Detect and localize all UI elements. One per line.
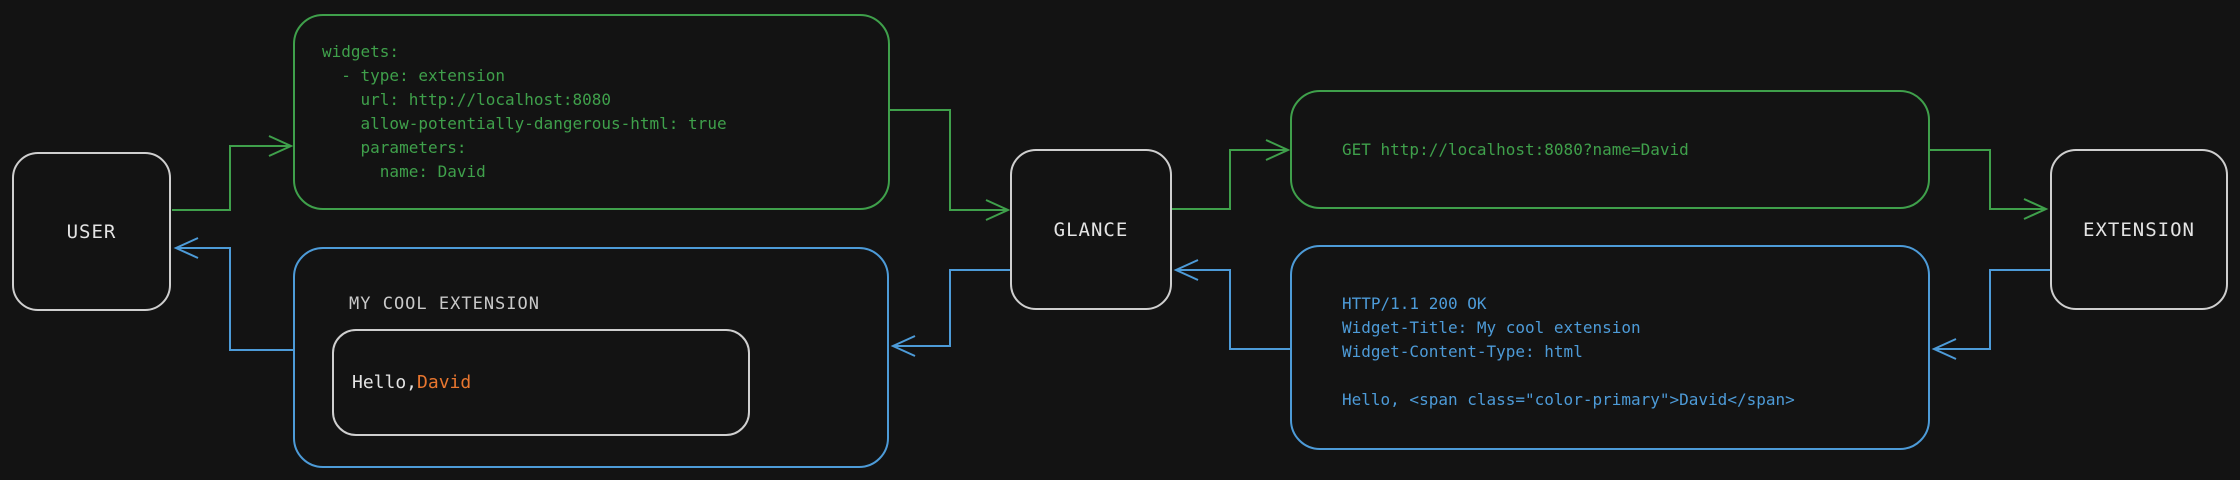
arrowhead-into-glance-request-icon <box>985 199 1011 221</box>
extension-node: EXTENSION <box>2050 149 2228 310</box>
arrowhead-into-config-icon <box>268 135 294 157</box>
connector-config-to-glance <box>889 109 1008 211</box>
glance-node-label: GLANCE <box>1053 218 1129 241</box>
glance-node: GLANCE <box>1010 149 1172 310</box>
arrowhead-into-extension-icon <box>2023 198 2049 220</box>
connector-glance-to-widget <box>893 269 1010 347</box>
connector-user-to-config <box>172 145 291 211</box>
arrowhead-into-widget-icon <box>890 335 916 357</box>
request-config-box: widgets: - type: extension url: http://l… <box>293 14 890 210</box>
response-path-connectors <box>173 237 2050 360</box>
greeting-prefix: Hello, <box>352 372 418 393</box>
http-response-code: HTTP/1.1 200 OK Widget-Title: My cool ex… <box>1342 294 1795 409</box>
connector-widget-to-user <box>176 247 293 351</box>
arrowhead-into-get-icon <box>1265 139 1291 161</box>
user-node-label: USER <box>66 220 117 243</box>
user-node: USER <box>12 152 171 311</box>
get-request-text: GET http://localhost:8080?name=David <box>1342 139 1689 159</box>
connector-get-to-extension <box>1928 149 2046 210</box>
http-response-box: HTTP/1.1 200 OK Widget-Title: My cool ex… <box>1290 245 1930 450</box>
widget-preview-title: MY COOL EXTENSION <box>349 294 540 314</box>
connector-response-to-glance <box>1176 269 1290 350</box>
widget-preview-box: MY COOL EXTENSION Hello, David <box>293 247 889 468</box>
connector-glance-to-get <box>1172 149 1288 210</box>
request-path-connectors <box>172 109 2049 221</box>
arrowhead-into-response-icon <box>1931 338 1957 360</box>
request-config-code: widgets: - type: extension url: http://l… <box>322 42 727 181</box>
widget-greeting-box: Hello, David <box>332 329 750 436</box>
get-request-box: GET http://localhost:8080?name=David <box>1290 90 1930 209</box>
arrowhead-into-user-icon <box>173 237 199 259</box>
extension-node-label: EXTENSION <box>2083 218 2195 241</box>
greeting-name: David <box>417 372 472 393</box>
arrowhead-into-glance-response-icon <box>1173 259 1199 281</box>
connector-extension-to-response <box>1934 269 2050 350</box>
